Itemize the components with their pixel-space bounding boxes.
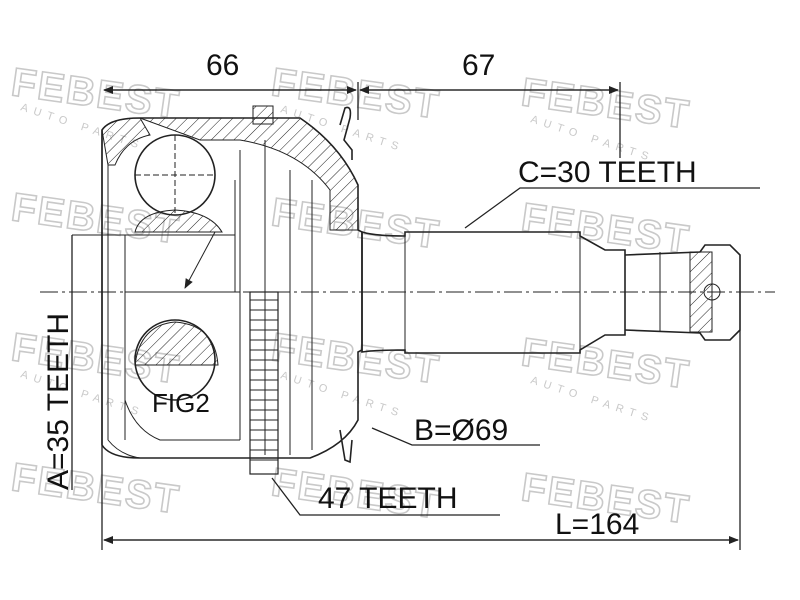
abs-teeth-label: 47 TEETH xyxy=(318,482,458,515)
abs-ring xyxy=(249,105,279,475)
watermark-logo: FEBEST xyxy=(519,195,693,262)
dimension-lines xyxy=(71,82,760,550)
seal-flange xyxy=(339,106,353,464)
total-length-label: L=164 xyxy=(555,508,639,541)
shaft xyxy=(361,230,741,354)
leader-outer-teeth xyxy=(464,187,760,229)
outer-teeth-label: C=30 TEETH xyxy=(518,156,697,189)
dim-right-length: 67 xyxy=(462,49,495,82)
inner-teeth-label: A=35 TEETH xyxy=(42,313,75,490)
bore-label: B=Ø69 xyxy=(414,414,508,447)
fig-label: FIG2 xyxy=(152,388,210,418)
leader-abs xyxy=(271,477,500,516)
dim-left-length: 66 xyxy=(206,49,239,82)
leader-bore xyxy=(371,427,540,446)
cv-housing xyxy=(72,117,363,459)
watermark-logo: FEBEST xyxy=(9,455,183,522)
